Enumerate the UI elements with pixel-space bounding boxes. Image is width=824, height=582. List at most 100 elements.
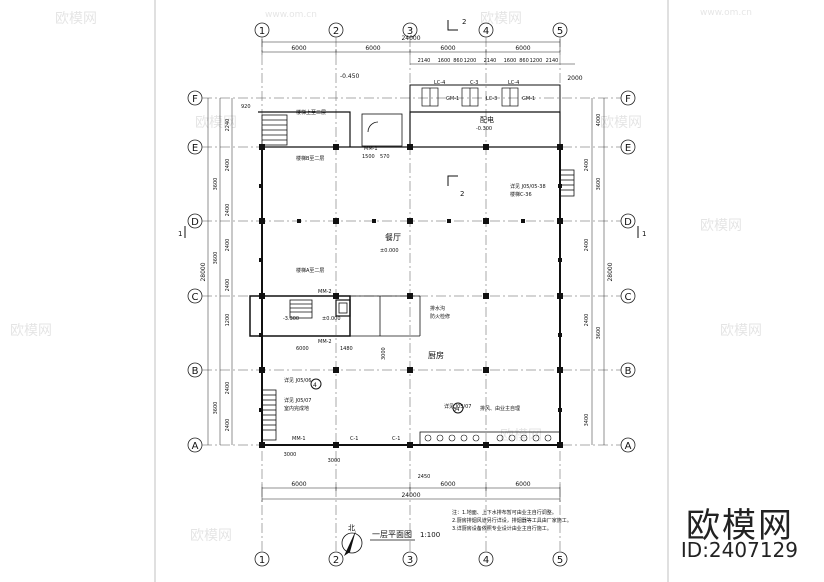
svg-text:C: C — [192, 292, 199, 303]
axis-E-left: E — [187, 139, 203, 155]
watermark-text: 欧模网 — [700, 218, 742, 234]
right-dimensions — [591, 98, 605, 445]
watermark-text: 欧模网 — [10, 323, 52, 339]
label-stair-l: 楼梯B至二层 — [296, 155, 324, 162]
label-dim-1500: 1500 — [362, 154, 375, 160]
right-total-dim: 28000 — [607, 262, 614, 281]
label-mm1-a: MM-1 — [364, 146, 378, 152]
label-dim-6000a: 6000 — [296, 346, 309, 352]
axis-1-bottom: 1 — [254, 551, 270, 567]
bottom-dim-3000a: 3000 — [284, 452, 297, 458]
svg-text:B: B — [192, 366, 199, 377]
svg-text:A: A — [192, 441, 199, 452]
lc4-label-a: LC-4 — [434, 80, 445, 86]
left-total-dim: 28000 — [200, 262, 207, 281]
svg-text:F: F — [192, 94, 198, 105]
top-detail-7: 860 — [519, 58, 529, 64]
bottom-total-dim: 24000 — [401, 492, 420, 499]
svg-text:4: 4 — [483, 555, 489, 566]
svg-text:3: 3 — [407, 26, 413, 37]
bottom-dim-2450: 2450 — [418, 474, 431, 480]
axis-3-bottom: 3 — [402, 551, 418, 567]
room-power-elev: -0.300 — [476, 126, 492, 132]
axis-A-right: A — [620, 437, 636, 453]
watermark-site: www.om.cn — [265, 10, 317, 20]
right-dim-3400: 3400 — [584, 414, 590, 427]
left-dim-2400a: 2400 — [225, 159, 231, 172]
bottom-dim-3000b: 3000 — [328, 458, 341, 464]
note-b2: 详见 J05/07 — [284, 397, 311, 404]
gm1-label-b: GM-1 — [522, 96, 535, 102]
watermark-text: 欧模网 — [190, 528, 232, 544]
plan-title: 一层平面图 — [372, 530, 412, 539]
right-dim-2400c: 2400 — [584, 314, 590, 327]
detail-marker-4: 4 — [313, 382, 317, 389]
foot-note-3: 3.详厨房设备依照专业设计由业主自行施工。 — [452, 525, 552, 532]
axis-B-right: B — [620, 362, 636, 378]
bottom-bay-dim-4: 6000 — [515, 481, 530, 488]
axis-D-left: D — [187, 213, 203, 229]
watermark-site: www.om.cn — [700, 8, 752, 18]
bottom-bay-dim-3: 6000 — [440, 481, 455, 488]
plan-scale: 1:100 — [420, 531, 440, 539]
svg-text:F: F — [625, 94, 631, 105]
row-axis-markers: F E D C B A F E D C B A — [187, 90, 636, 453]
foot-note-2: 2.厨房排烟风道另行详设，排烟器等工具由厂家施工。 — [452, 517, 572, 524]
axis-A-left: A — [187, 437, 203, 453]
note-kitchen4: 详见 J05/07 — [444, 403, 471, 410]
svg-text:A: A — [625, 441, 632, 452]
kitchen-partition — [350, 295, 561, 446]
top-detail-1: 2140 — [418, 58, 431, 64]
left-dim-920: 920 — [241, 104, 251, 110]
axis-E-right: E — [620, 139, 636, 155]
section-1-right: 1 — [642, 230, 646, 238]
label-dim-3000a: 3000 — [381, 347, 387, 360]
room-power: 配电 — [480, 115, 494, 124]
note-kitchen3: 排风、由业主自理 — [480, 405, 520, 412]
left-dim-6000b: 3600 — [213, 252, 219, 265]
top-detail-8: 1200 — [530, 58, 543, 64]
axis-1-top: 1 — [254, 22, 270, 38]
svg-text:E: E — [625, 143, 631, 154]
lc4-label-b: LC-4 — [508, 80, 519, 86]
top-detail-5: 2140 — [484, 58, 497, 64]
lc3-label: LC-3 — [486, 96, 497, 102]
svg-text:D: D — [624, 217, 632, 228]
top-bay-dim-4: 6000 — [515, 45, 530, 52]
top-right-dim: 2000 — [567, 75, 582, 82]
north-arrow — [341, 530, 363, 556]
label-c1-b: C-1 — [392, 436, 400, 442]
right-dim-2400b: 2400 — [584, 239, 590, 252]
label-stair-2: 楼梯A至二层 — [296, 267, 324, 274]
left-dim-2400d: 2400 — [225, 279, 231, 292]
left-dim-1200: 1200 — [225, 314, 231, 327]
label-mm2-a: MM-2 — [318, 289, 332, 295]
axis-C-left: C — [187, 288, 203, 304]
foot-note-1: 注：1.地面、上下水排布暂可由业主自行调整。 — [452, 509, 557, 516]
stair-core — [249, 113, 575, 441]
watermark-text: 欧模网 — [195, 115, 237, 131]
label-elev-kitchen: ±0.000 — [322, 316, 341, 322]
svg-text:C: C — [625, 292, 632, 303]
room-hall: 餐厅 — [385, 233, 401, 242]
section-1-left: 1 — [178, 230, 182, 238]
right-dim-4000: 4000 — [596, 114, 602, 127]
gm1-label-a: GM-1 — [446, 96, 459, 102]
axis-B-left: B — [187, 362, 203, 378]
left-dim-2400e: 2400 — [225, 382, 231, 395]
label-elev-3300: -3.300 — [283, 316, 299, 322]
top-total-dim: 24000 — [401, 35, 420, 42]
note-d2: 楼梯C-36 — [510, 191, 532, 198]
exterior-walls — [258, 84, 561, 446]
top-detail-9: 2140 — [546, 58, 559, 64]
watermark-text: 欧模网 — [600, 115, 642, 131]
watermark-text: 欧模网 — [55, 11, 97, 27]
note-b1: 详见 J05/06 — [284, 377, 311, 384]
left-dim-6000c: 3600 — [213, 402, 219, 415]
svg-text:1: 1 — [259, 555, 265, 566]
axis-2-bottom: 2 — [328, 551, 344, 567]
axis-4-bottom: 4 — [478, 551, 494, 567]
axis-5-top: 5 — [552, 22, 568, 38]
axis-5-bottom: 5 — [552, 551, 568, 567]
label-dim-1480: 1480 — [340, 346, 353, 352]
